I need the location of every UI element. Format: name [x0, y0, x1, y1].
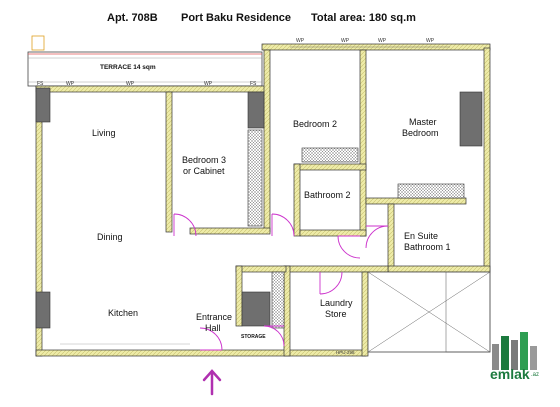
- wall-ensuite-bottom: [387, 265, 491, 273]
- door-laundry: [319, 271, 343, 295]
- fs-mark-2: FS: [250, 81, 257, 87]
- residence-name: Port Baku Residence: [181, 12, 292, 24]
- laundry-label-line1: Laundry: [320, 298, 353, 308]
- wp-mark-2: WP: [341, 38, 350, 44]
- door-ensuite: [365, 225, 389, 249]
- bedroom3-label-line2: or Cabinet: [183, 166, 225, 176]
- entrance-hall-label-line2: Hall: [205, 323, 221, 333]
- hpu-mark: HPU-298: [336, 350, 355, 355]
- wall-bed3-bed2: [263, 49, 271, 233]
- fs-mark-1: FS: [37, 81, 44, 87]
- wall-bed3-bottom: [189, 227, 271, 235]
- wall-storage-left: [235, 265, 243, 327]
- wall-ensuite-left: [387, 203, 395, 269]
- wall-living-bed3: [165, 91, 173, 233]
- ensuite-label-line1: En Suite: [404, 231, 439, 241]
- wall-bath2-bottom: [299, 229, 367, 237]
- wall-bath2-top: [293, 163, 367, 171]
- outer-wall-right: [483, 47, 491, 274]
- wall-laundry-top: [283, 265, 389, 273]
- terrace-label: TERRACE 14 sqm: [100, 64, 156, 71]
- wp-mark-3: WP: [378, 38, 387, 44]
- column-mid-left: [35, 291, 51, 329]
- wall-storage-top: [235, 265, 287, 273]
- wardrobe-bedroom3: [247, 129, 263, 227]
- storage-label: STORAGE: [241, 334, 266, 340]
- apartment-number: Apt. 708B: [107, 12, 158, 24]
- wall-laundry-right: [361, 271, 369, 357]
- column-top-left: [35, 87, 51, 123]
- master-bedroom-label-line2: Bedroom: [402, 128, 439, 138]
- bedroom3-label-line1: Bedroom 3: [182, 155, 227, 165]
- column-storage: [241, 291, 271, 327]
- emlak-logo-suffix: .az: [531, 372, 540, 378]
- wp-mark-6: WP: [126, 81, 135, 87]
- door-entrance: [199, 327, 223, 351]
- ensuite-label-line2: Bathroom 1: [404, 242, 451, 252]
- storage-shelves: [271, 271, 285, 329]
- emlak-logo-icon: [492, 332, 537, 370]
- door-bedroom2: [271, 213, 295, 237]
- outer-wall-bottom: [35, 349, 367, 357]
- wall-ensuite-top: [365, 197, 467, 205]
- wall-bath2-left: [293, 163, 301, 237]
- terrace: [27, 35, 263, 87]
- wardrobe-master: [397, 183, 465, 199]
- bathroom2-label: Bathroom 2: [304, 190, 351, 200]
- wp-mark-5: WP: [66, 81, 75, 87]
- laundry-label-line2: Store: [325, 309, 347, 319]
- column-bed3: [247, 91, 265, 129]
- emlak-logo-text: emlak: [490, 366, 530, 382]
- dining-label: Dining: [97, 232, 123, 242]
- kitchen-label: Kitchen: [108, 308, 139, 318]
- door-bedroom3: [173, 213, 197, 237]
- master-bedroom-label-line1: Master: [409, 117, 437, 127]
- total-area: Total area: 180 sq.m: [311, 12, 416, 24]
- wall-bed2-master: [359, 49, 367, 237]
- bedroom2-label: Bedroom 2: [293, 119, 338, 129]
- door-storage: [263, 325, 285, 347]
- wardrobe-bedroom2: [301, 147, 359, 163]
- entrance-arrow-icon: [202, 369, 222, 396]
- wp-mark-4: WP: [426, 38, 435, 44]
- door-bathroom2: [337, 235, 361, 259]
- wp-mark-1: WP: [296, 38, 305, 44]
- column-master: [459, 91, 483, 147]
- outer-wall-top: [261, 43, 491, 51]
- living-label: Living: [92, 128, 116, 138]
- wp-mark-7: WP: [204, 81, 213, 87]
- stair-shaft: [367, 271, 491, 353]
- entrance-hall-label-line1: Entrance: [196, 312, 233, 322]
- wall-laundry-left: [283, 265, 291, 357]
